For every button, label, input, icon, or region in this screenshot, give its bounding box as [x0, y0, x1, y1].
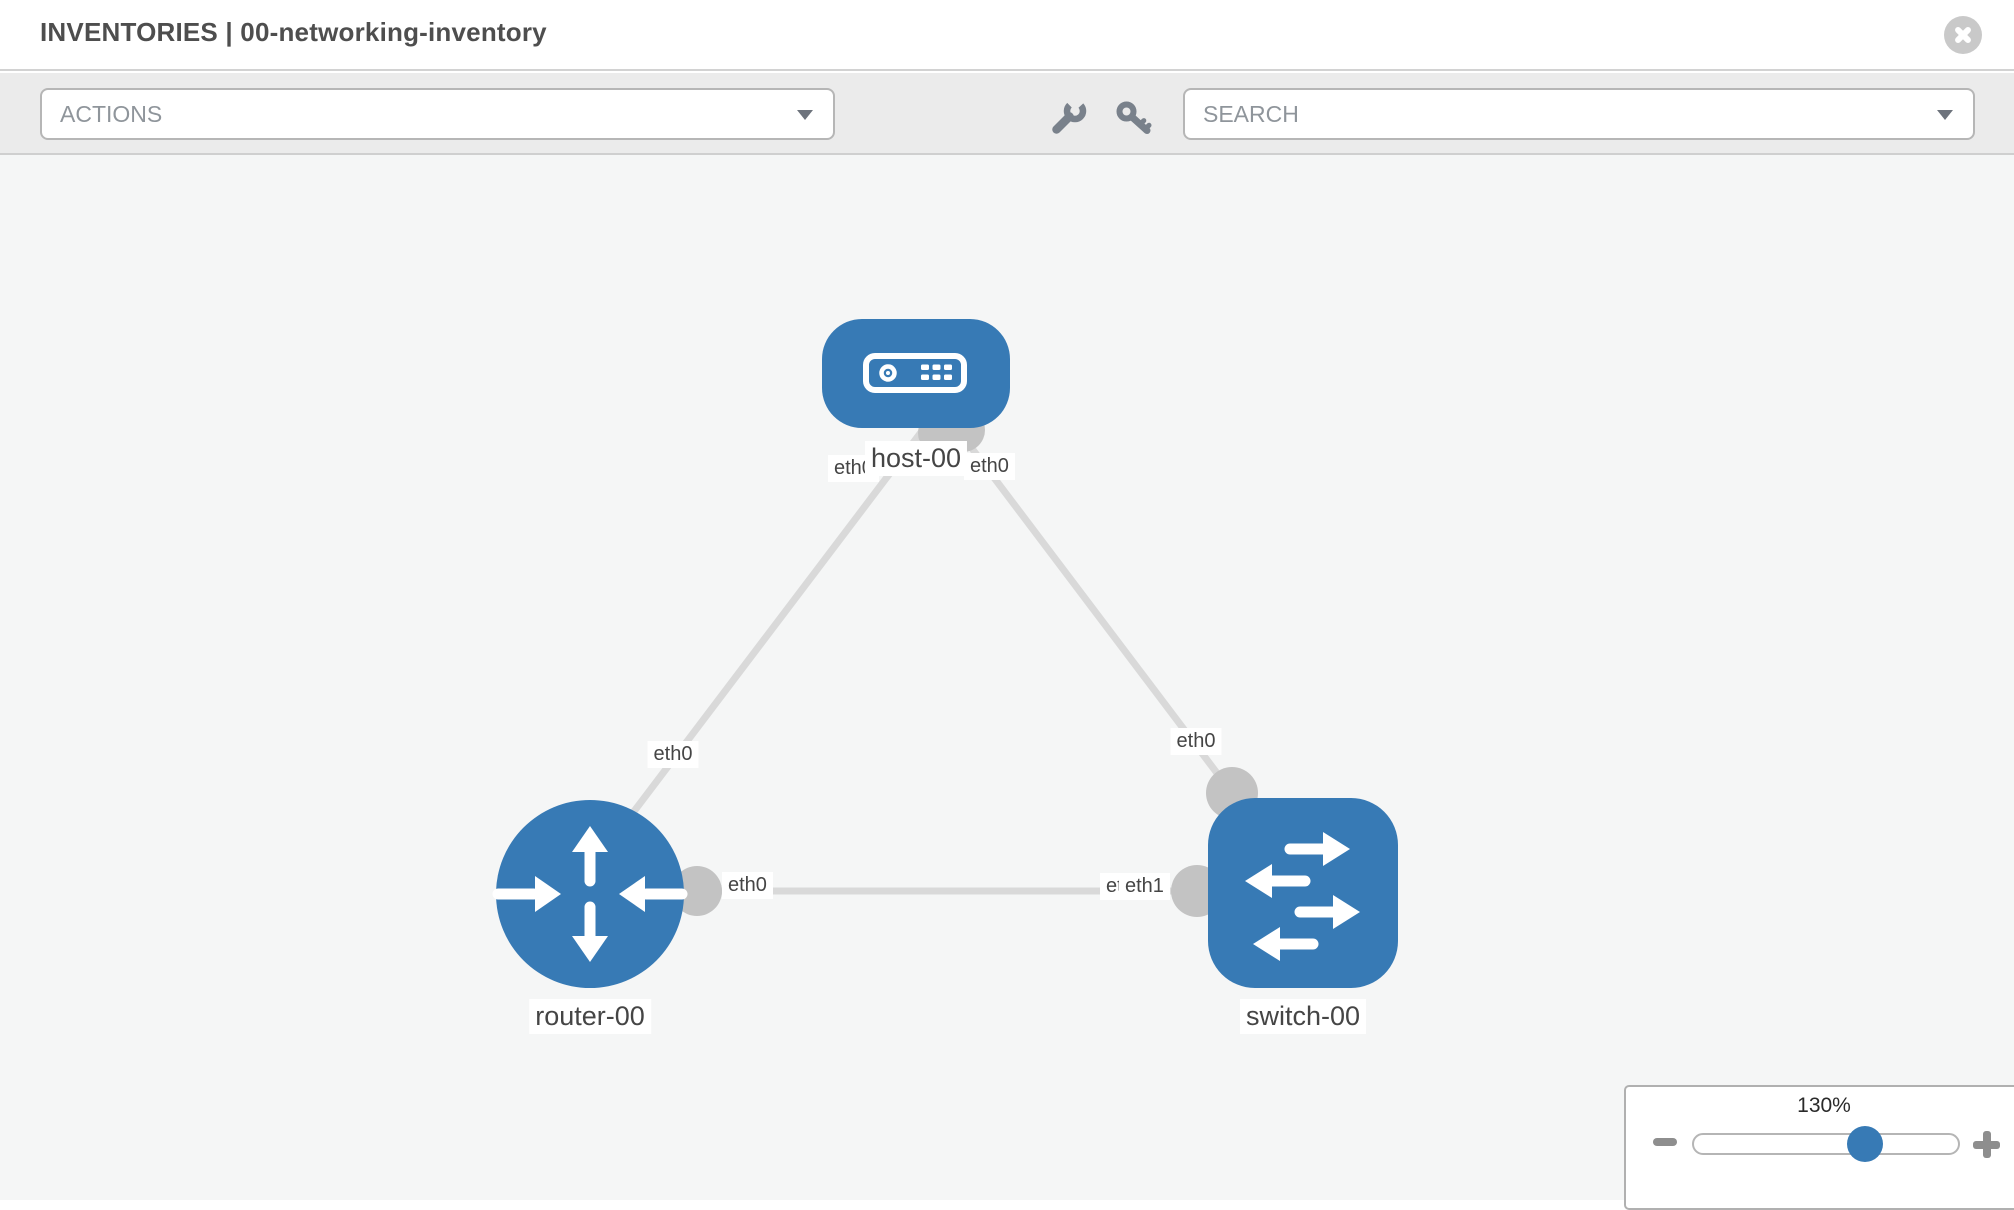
zoom-slider-track[interactable]	[1692, 1133, 1960, 1155]
plus-bar	[1982, 1131, 1991, 1158]
actions-dropdown[interactable]: ACTIONS	[40, 88, 835, 140]
zoom-control-panel: 130%	[1624, 1085, 2014, 1210]
caret-down-icon	[1937, 110, 1953, 120]
search-dropdown[interactable]: SEARCH	[1183, 88, 1975, 140]
interface-label-router-eth0-top: eth0	[647, 741, 699, 768]
zoom-slider-thumb[interactable]	[1847, 1126, 1883, 1162]
zoom-percent-label: 130%	[1797, 1094, 1851, 1117]
interface-label-switch-eth1-front: eth1	[1119, 873, 1170, 900]
node-host-00[interactable]	[822, 319, 1010, 428]
zoom-in-plus-icon[interactable]	[1973, 1131, 2000, 1158]
key-icon[interactable]	[1114, 99, 1154, 139]
node-label-router: router-00	[529, 999, 651, 1034]
link-host-router[interactable]	[601, 424, 928, 854]
node-router-00[interactable]	[492, 800, 688, 988]
interface-label-switch-eth0-top: eth0	[1170, 728, 1222, 755]
caret-down-icon	[797, 110, 813, 120]
node-label-host: host-00	[864, 441, 968, 476]
wrench-icon[interactable]	[1048, 99, 1088, 139]
breadcrumb-header: INVENTORIES | 00-networking-inventory	[0, 0, 2014, 71]
router-icon	[492, 826, 688, 962]
topology-toolbar: ACTIONS SEARCH	[0, 73, 2014, 155]
interface-label-router-eth0-right: eth0	[722, 872, 773, 899]
interface-label-host-eth0-right: eth0	[964, 453, 1015, 480]
interface-bubble-router-eth0[interactable]	[672, 866, 722, 916]
close-icon[interactable]	[1944, 16, 1982, 54]
host-icon	[863, 353, 967, 393]
page-title: INVENTORIES | 00-networking-inventory	[40, 17, 547, 47]
zoom-out-minus-icon[interactable]	[1653, 1138, 1677, 1146]
topology-canvas[interactable]: eth0 host-00 eth0 eth0 eth0 eth0 eth0 et…	[0, 155, 2014, 1200]
actions-dropdown-label: ACTIONS	[60, 101, 163, 127]
search-placeholder: SEARCH	[1203, 101, 1299, 127]
node-switch-00[interactable]	[1208, 798, 1398, 988]
node-label-switch: switch-00	[1239, 999, 1367, 1034]
switch-icon	[1245, 832, 1360, 961]
